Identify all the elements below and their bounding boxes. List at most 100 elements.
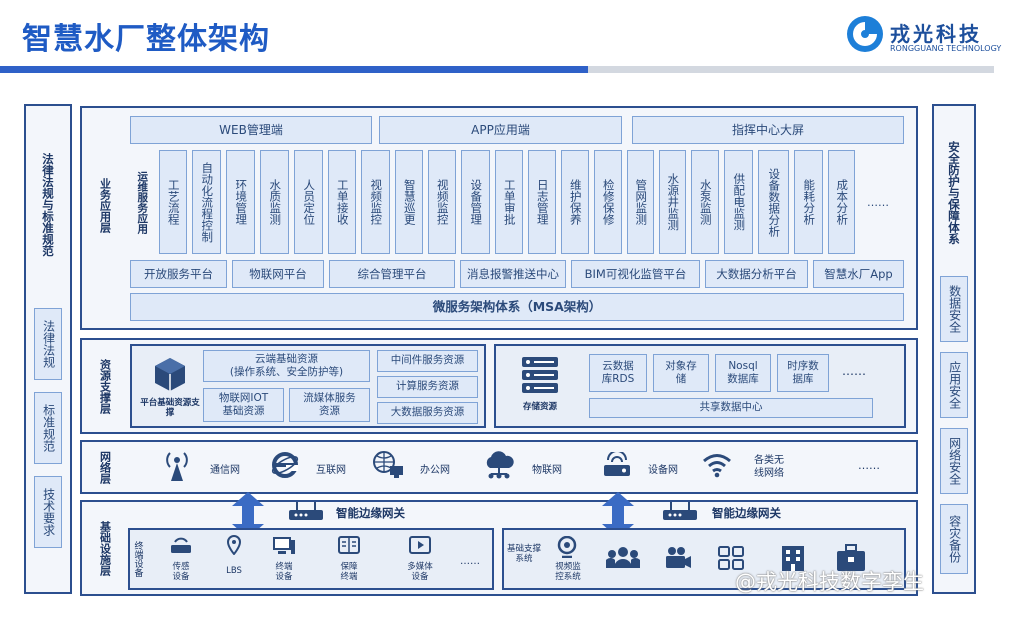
page-title: 智慧水厂整体架构 [22,22,270,57]
terminal-item: 保障 终端 [340,562,358,583]
server-icon [522,357,558,393]
network-item: 物联网 [532,465,562,476]
grid-apps-icon [718,546,744,570]
service-item: 日志管理 [528,150,556,254]
service-item: 工单审批 [495,150,523,254]
service-item: 设备数据分析 [758,150,789,254]
gateway-icon [289,502,323,520]
platform-resource-label: 平台基础资源支撑 [140,398,200,419]
security-panel-heading: 安全防护与保障体系 [947,141,961,245]
law-item: 法律法规 [34,308,62,380]
security-item: 应用安全 [940,352,968,418]
security-item: 容灾备份 [940,504,968,574]
gateway-label: 智能边缘网关 [336,506,405,520]
sensor-icon [171,537,191,553]
service-item: 自动化流程控制 [192,150,221,254]
service-item: 工艺流程 [159,150,187,254]
location-pin-icon [226,535,242,555]
service-item: 视频监控 [428,150,456,254]
service-item: 智慧巡更 [395,150,423,254]
support-group-label: 基础支撑系统 [506,544,541,565]
stream-resource: 流媒体服务 资源 [289,388,370,422]
law-panel-heading: 法律法规与标准规范 [41,153,55,257]
network-item: 各类无 线网络 [754,455,784,479]
db-item: 云数据 库RDS [589,354,647,392]
db-item: Nosql 数据库 [715,354,771,392]
terminal-item: 终端 设备 [275,562,293,583]
service-item: 水泵监测 [691,150,719,254]
terminal-more: …… [460,556,480,567]
router-icon [604,452,630,476]
terminal-item: 传感 设备 [172,562,190,583]
security-item: 数据安全 [940,276,968,342]
building-icon [782,546,804,571]
web-portal: WEB管理端 [130,116,372,144]
terminal-item: LBS [226,566,242,576]
cloud-network-icon [486,451,514,479]
wifi-icon [703,454,731,478]
service-item: 环境管理 [226,150,255,254]
terminal-group-label: 终端设备 [132,541,143,577]
gateway-label: 智能边缘网关 [712,506,781,520]
camera-icon [557,536,577,558]
law-item: 技术要求 [34,476,62,548]
ie-browser-icon [271,452,299,478]
video-camera-icon [666,547,691,568]
command-screen: 指挥中心大屏 [632,116,904,144]
platform-item: 物联网平台 [232,260,324,288]
platform-item: 综合管理平台 [329,260,455,288]
service-item: 设备管理 [461,150,490,254]
watermark: @戎光科技数字孪生 [735,570,924,594]
logo-text: 戎光科技 [890,22,982,46]
bigdata-resource: 大数据服务资源 [377,402,478,424]
cube-icon [155,358,185,391]
service-item: 水源井监测 [659,150,686,254]
title-underline-gray [588,66,994,73]
title-underline-blue [0,66,588,73]
double-arrow-left [232,492,264,538]
business-layer-label: 业务应用层 [98,177,112,233]
service-item: 成本分析 [828,150,855,254]
law-item: 标准规范 [34,392,62,464]
platform-item: 智慧水厂App [813,260,904,288]
service-item: 能耗分析 [794,150,823,254]
network-item: 互联网 [316,465,346,476]
shared-data-center: 共享数据中心 [589,398,873,418]
gateway-icon [663,502,697,520]
network-item: 设备网 [648,465,678,476]
book-icon [338,536,360,554]
people-icon [606,547,640,568]
platform-item: 开放服务平台 [130,260,227,288]
service-item: 人员定位 [294,150,323,254]
video-system-label: 视频监 控系统 [555,562,581,583]
app-portal: APP应用端 [379,116,622,144]
compute-resource: 计算服务资源 [377,376,478,398]
media-play-icon [409,536,431,554]
network-layer-label: 网络层 [98,450,112,484]
cloud-resource: 云端基础资源 (操作系统、安全防护等) [203,350,370,382]
service-item: …… [867,195,889,209]
globe-desktop-icon [373,451,403,478]
logo-icon [847,16,883,52]
db-item: 时序数 据库 [777,354,829,392]
network-more: …… [858,459,880,472]
service-item: 水质监测 [260,150,289,254]
middleware-resource: 中间件服务资源 [377,350,478,372]
iot-resource: 物联网IOT 基础资源 [203,388,284,422]
double-arrow-right [602,492,634,538]
antenna-icon [166,452,188,481]
service-item: 工单接收 [328,150,356,254]
storage-label: 存储资源 [522,402,557,412]
infra-layer-label: 基础设施层 [98,520,112,576]
desktop-terminal-icon [273,537,295,554]
service-item: 检修保修 [594,150,622,254]
security-item: 网络安全 [940,428,968,494]
network-item: 通信网 [210,465,240,476]
terminal-group [128,528,494,590]
service-item: 管网监测 [627,150,654,254]
toolbox-icon [837,544,865,571]
logo-subtext: RONGGUANG TECHNOLOGY [890,44,1002,53]
db-item: 对象存 储 [653,354,709,392]
platform-item: BIM可视化监管平台 [571,260,700,288]
ops-services-label: 运维服务应用 [136,170,149,234]
